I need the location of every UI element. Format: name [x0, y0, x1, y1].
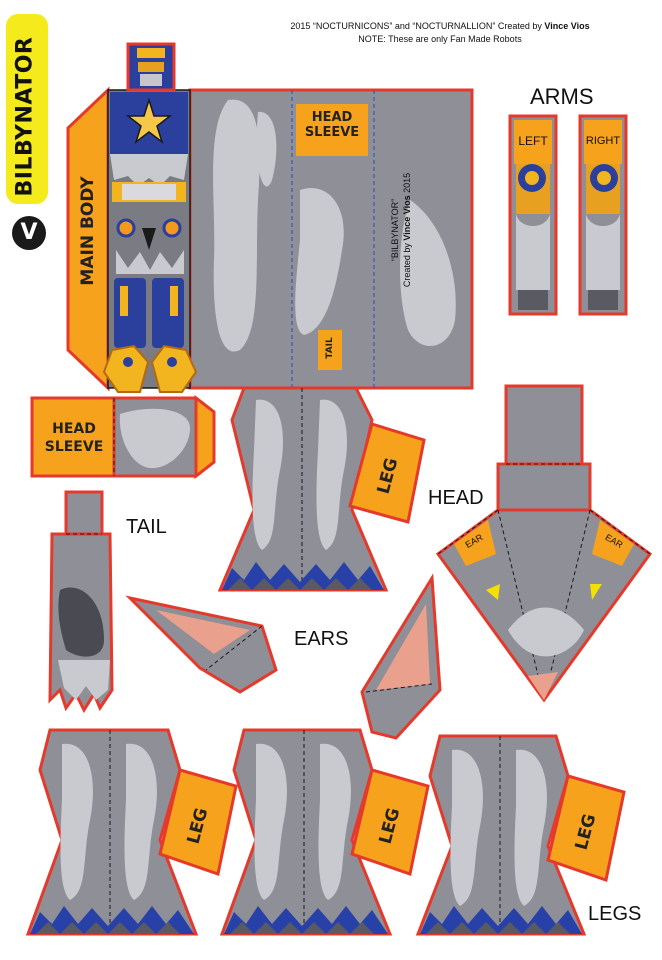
brand-badge: BILBYNATOR	[6, 14, 48, 204]
robot-foot	[150, 344, 198, 393]
fur-patch	[295, 188, 344, 335]
ears-title: EARS	[294, 628, 349, 650]
arm-right-label: RIGHT	[585, 135, 621, 147]
credits: 2015 “NOCTURNICONS” and “NOCTURNALLION” …	[270, 20, 610, 46]
leg-piece	[219, 728, 430, 936]
tail-piece	[48, 490, 114, 714]
robot-foot	[102, 344, 150, 393]
ear-tab-right	[592, 520, 634, 566]
arms-title: ARMS	[530, 84, 594, 109]
star-icon	[125, 97, 173, 145]
ear-piece-left	[125, 595, 278, 694]
signature: “BILBYNATOR” Created by Vince Vios 2015	[390, 172, 412, 288]
credits-line-2: NOTE: These are only Fan Made Robots	[358, 34, 522, 44]
main-body-head-sleeve-label: HEAD SLEEVE	[304, 110, 360, 140]
legs-title: LEGS	[588, 903, 642, 925]
credits-line-1: 2015 “NOCTURNICONS” and “NOCTURNALLION” …	[290, 21, 590, 31]
tail-tab	[318, 330, 342, 370]
head-piece	[435, 384, 653, 703]
head-title: HEAD	[428, 487, 484, 509]
arm-left-label: LEFT	[518, 134, 548, 148]
brand-logo-icon: V	[12, 216, 46, 250]
head-sleeve-label: HEAD SLEEVE	[44, 421, 104, 455]
left-arm-piece	[508, 114, 558, 316]
leg-piece	[217, 386, 426, 592]
leg-piece	[25, 728, 238, 936]
main-body-label: MAIN BODY	[78, 176, 98, 286]
eye-icon	[486, 584, 500, 600]
main-body-tail-label: TAIL	[325, 337, 335, 359]
fur-patch	[213, 99, 260, 352]
fur-patch	[400, 200, 456, 347]
head-sleeve-piece	[30, 394, 216, 480]
right-arm-piece	[578, 114, 628, 316]
ear-piece-right	[360, 573, 442, 740]
tail-title: TAIL	[126, 516, 167, 538]
joint-icon	[162, 218, 182, 238]
joint-icon	[116, 218, 136, 238]
eye-icon	[590, 584, 602, 600]
fur-patch	[256, 111, 277, 187]
head-sleeve-tab	[296, 104, 368, 156]
ear-tab-left	[454, 520, 496, 566]
main-body-piece	[66, 42, 474, 393]
leg-piece	[415, 734, 626, 936]
